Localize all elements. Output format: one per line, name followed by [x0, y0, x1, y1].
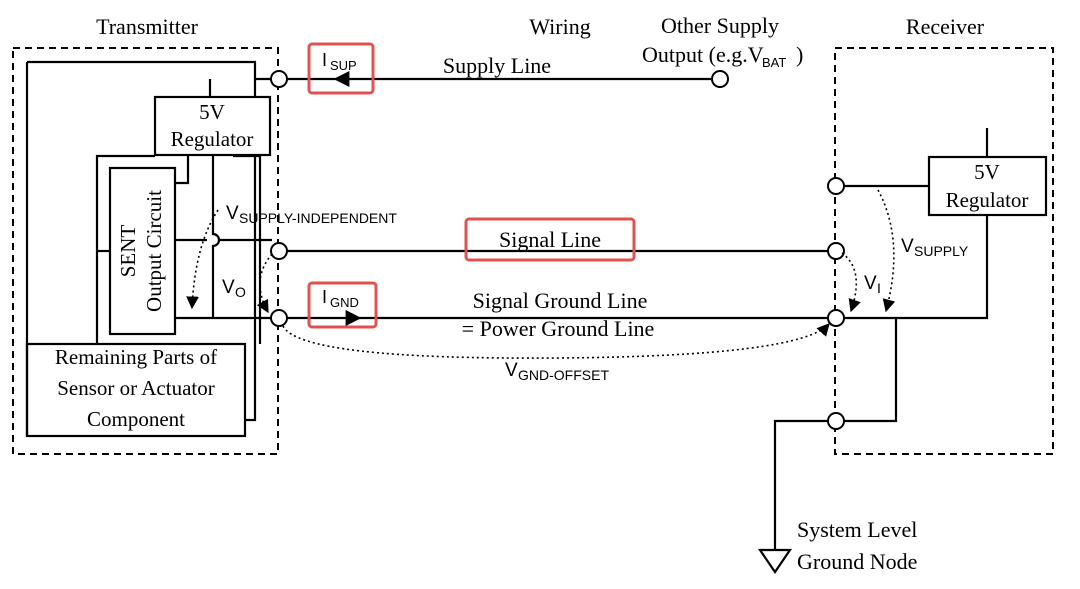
svg-text:V: V	[226, 203, 239, 224]
ground-line-label-1: Signal Ground Line	[473, 288, 648, 313]
remaining-parts-box	[25, 342, 247, 438]
sent-output-box	[108, 166, 177, 336]
i-sup-label: I SUP	[322, 50, 357, 73]
other-supply-label-1: Other Supply	[661, 13, 779, 38]
v-gnd-offset-label: V GND-OFFSET	[505, 360, 609, 383]
v-supply-label: V SUPPLY	[901, 236, 969, 259]
svg-text:I: I	[322, 50, 327, 70]
svg-text:I: I	[877, 280, 881, 296]
i-sup-highlight	[307, 42, 375, 95]
rx-system-ground-terminal	[827, 412, 845, 430]
i-gnd-label: I GND	[322, 287, 359, 310]
tx-supply-terminal	[270, 70, 288, 88]
receiver-label: Receiver	[906, 14, 985, 39]
svg-text:O: O	[235, 284, 246, 300]
v-supply-independent-label: V SUPPLY-INDEPENDENT	[226, 203, 397, 226]
sent-frame-left	[95, 154, 155, 344]
svg-text:V: V	[864, 273, 877, 294]
tx-signal-terminal	[270, 242, 288, 260]
svg-text:SUP: SUP	[330, 58, 357, 73]
v-o-arrow	[256, 253, 273, 314]
svg-text:SUPPLY-INDEPENDENT: SUPPLY-INDEPENDENT	[239, 210, 397, 226]
system-ground-label-1: System Level	[797, 517, 917, 542]
sent-label-1: SENT	[116, 225, 140, 278]
signal-line-highlight	[464, 217, 636, 262]
svg-text:V: V	[505, 360, 518, 381]
svg-text:SUPPLY: SUPPLY	[914, 243, 969, 259]
svg-text:GND-OFFSET: GND-OFFSET	[518, 367, 609, 383]
tx-ground-terminal	[270, 309, 288, 327]
left-reg-label-2: Regulator	[171, 127, 254, 151]
other-supply-label-2: Output (e.g.V BAT )	[642, 42, 803, 70]
svg-text:V: V	[901, 236, 914, 257]
other-supply-terminal	[711, 70, 729, 88]
transmitter-label: Transmitter	[96, 14, 199, 39]
remaining-text-3: Component	[87, 407, 185, 431]
right-reg-label-2: Regulator	[946, 188, 1029, 212]
svg-text:): )	[796, 42, 803, 67]
v-i-arrow	[841, 252, 861, 313]
v-supply-independent-arrow	[186, 209, 219, 310]
signal-line-label: Signal Line	[499, 227, 601, 252]
right-regulator-box	[927, 155, 1048, 217]
left-reg-label-1: 5V	[199, 100, 225, 124]
svg-text:GND: GND	[330, 295, 359, 310]
rx-supply-terminal	[827, 177, 845, 195]
reg-to-sent	[175, 155, 190, 185]
supply-line-label: Supply Line	[443, 53, 551, 78]
sent-label-2: Output Circuit	[142, 190, 166, 312]
ground-symbol	[757, 548, 793, 574]
rx-ground-drop	[844, 318, 898, 423]
svg-text:V: V	[222, 277, 235, 298]
remaining-text-1: Remaining Parts of	[55, 345, 217, 369]
remaining-text-2: Sensor or Actuator	[57, 376, 214, 400]
wiring-label: Wiring	[529, 14, 590, 39]
right-reg-label-1: 5V	[974, 160, 1000, 184]
rx-reg-ground	[844, 215, 989, 320]
system-ground-label-2: Ground Node	[797, 549, 917, 574]
ground-line-label-2: = Power Ground Line	[462, 316, 655, 341]
v-i-label: V I	[864, 273, 881, 296]
v-o-label: V O	[222, 277, 246, 300]
svg-text:BAT: BAT	[762, 55, 786, 70]
i-gnd-highlight	[307, 281, 378, 329]
system-ground-wire	[773, 419, 828, 550]
svg-text:Output (e.g.V: Output (e.g.V	[642, 42, 764, 67]
v-gnd-offset-arrow	[282, 323, 830, 359]
ground-vertical	[211, 155, 221, 318]
svg-text:I: I	[322, 287, 327, 307]
rx-ground-terminal	[827, 309, 845, 327]
rx-signal-terminal	[827, 242, 845, 260]
